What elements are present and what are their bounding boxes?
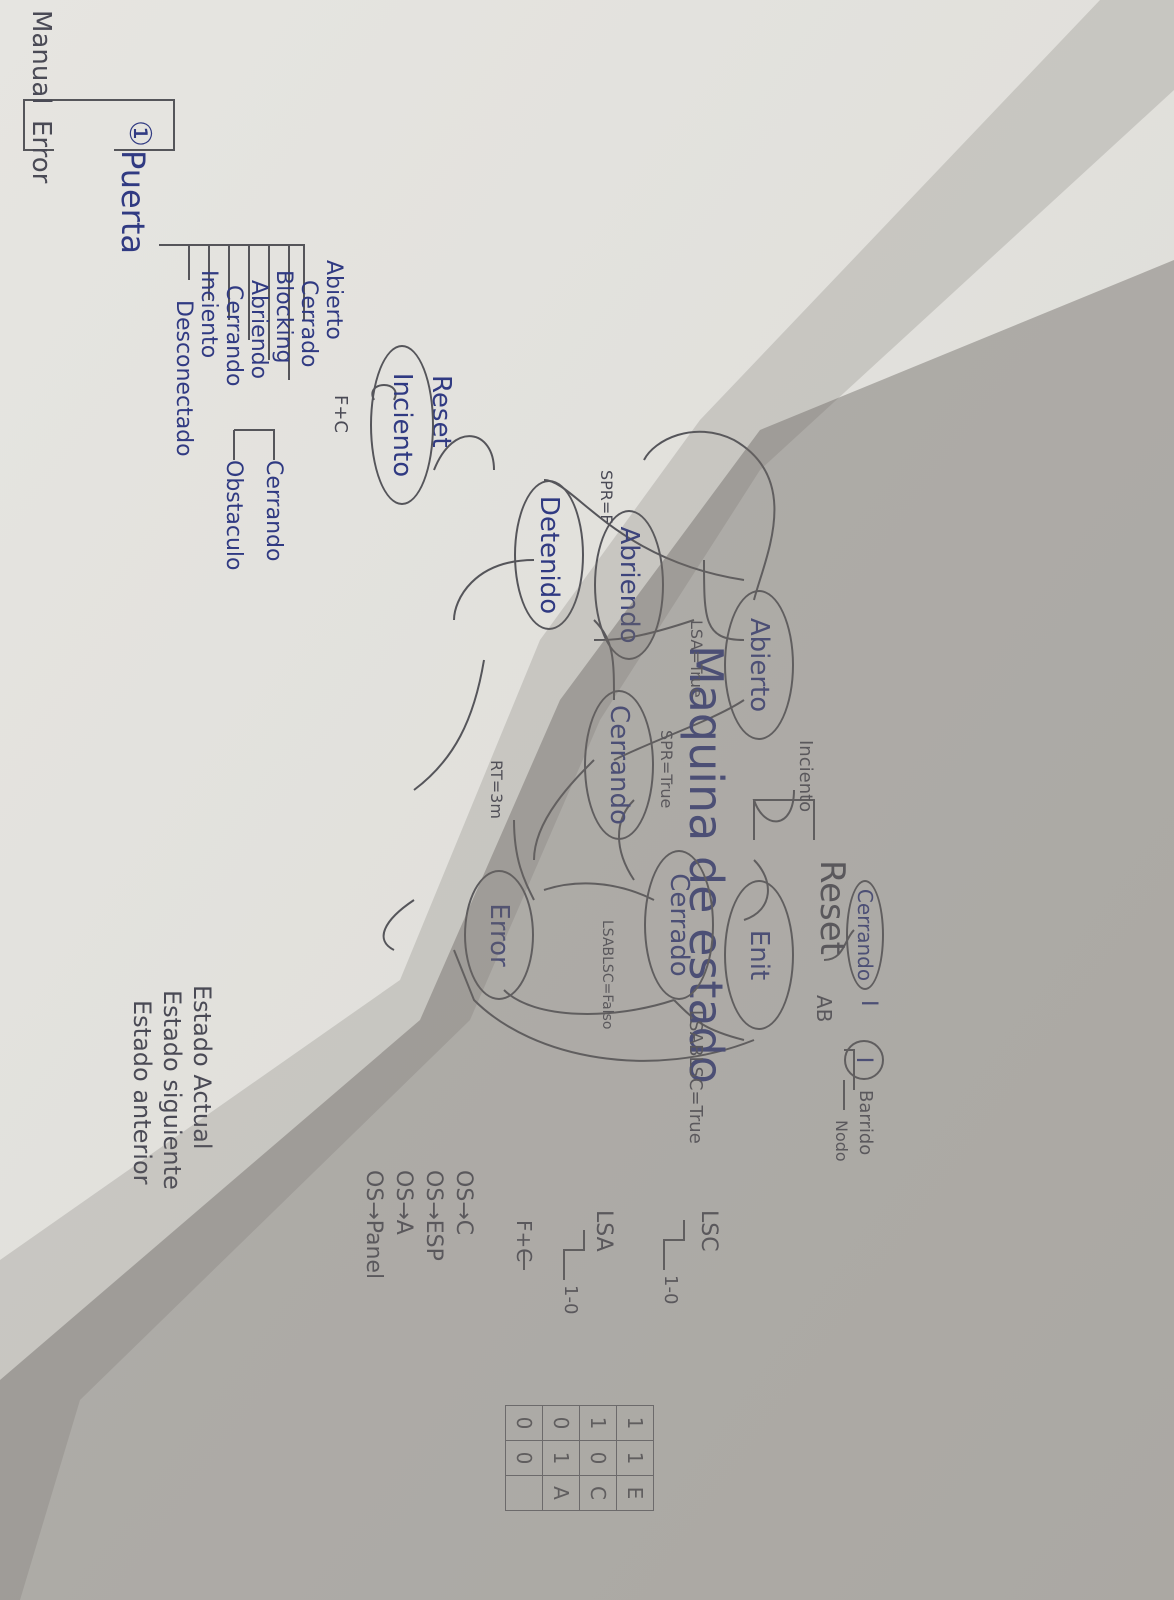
state-init-label: Enit bbox=[744, 929, 774, 981]
state-error: Error bbox=[464, 870, 534, 1000]
state-cerrado: Cerrado bbox=[644, 850, 714, 1000]
state-cerrando: Cerrando bbox=[584, 690, 654, 840]
transition-lsa-false: LSABLSC=Falso bbox=[599, 920, 615, 1030]
state-cerrando-label: Cerrando bbox=[604, 705, 634, 825]
truth-table-cell: A bbox=[542, 1475, 580, 1511]
state-detenido: Detenido bbox=[514, 480, 584, 630]
tree-root-label: Puerta bbox=[114, 150, 152, 255]
truth-table-cell: 1 bbox=[616, 1440, 654, 1476]
truth-table-cell: 1 bbox=[616, 1405, 654, 1441]
os-line-esp: OS→ESP bbox=[421, 1170, 446, 1261]
reset-tree-circle: I bbox=[844, 1040, 884, 1080]
state-abriendo: Abriendo bbox=[594, 510, 664, 660]
state-detenido-label: Detenido bbox=[534, 495, 564, 615]
reset-tree-cerrando: Cerrando bbox=[846, 880, 884, 990]
note-lsc-branch: 1-0 bbox=[660, 1275, 681, 1305]
truth-table-cell: 0 bbox=[542, 1405, 580, 1441]
transition-spr-false: SPR=F bbox=[597, 470, 616, 524]
state-init: Enit bbox=[724, 880, 794, 1030]
truth-table-cell: C bbox=[579, 1475, 617, 1511]
os-line-a: OS→A bbox=[391, 1170, 416, 1235]
state-abierto: Abierto bbox=[724, 590, 794, 740]
reset-tree-left: Inciento bbox=[795, 740, 816, 813]
os-line-c: OS→C bbox=[451, 1170, 476, 1236]
truth-table-cell: 1 bbox=[579, 1405, 617, 1441]
tree-child-cerrado: Cerrado bbox=[296, 280, 321, 368]
tree-branch-error: Error bbox=[26, 120, 56, 184]
reset-box-inciento-label: Inciento bbox=[387, 372, 417, 478]
reset-tree-barrido: Barrido bbox=[855, 1090, 876, 1156]
reset-tree-cerrando-suffix: I bbox=[856, 1000, 881, 1007]
note-lsa-branch: 1-0 bbox=[560, 1285, 581, 1315]
truth-table-cell bbox=[505, 1475, 543, 1511]
reset-tree-circle-label: I bbox=[851, 1056, 877, 1064]
truth-table-cell: E bbox=[616, 1475, 654, 1511]
reset-tree-cerrando-label: Cerrando bbox=[853, 888, 877, 982]
tree-child-cerrando: Cerrando bbox=[221, 285, 246, 387]
os-line-panel: OS→Panel bbox=[361, 1170, 386, 1280]
reset-tree-nodo: Nodo bbox=[832, 1120, 851, 1162]
note-lsc: LSC bbox=[696, 1210, 721, 1252]
reset-tree-label: Reset bbox=[812, 860, 852, 955]
tree-branch-manual: Manual bbox=[26, 10, 56, 105]
truth-table-cell: 1 bbox=[542, 1440, 580, 1476]
legend-estado-actual: Estado Actual bbox=[188, 985, 216, 1150]
tree-root-marker: ① bbox=[122, 120, 157, 147]
truth-table-cell: 0 bbox=[505, 1440, 543, 1476]
state-abriendo-label: Abriendo bbox=[614, 526, 644, 644]
tree-child-blocking: Blocking bbox=[271, 270, 296, 364]
reset-tree-ab: AB bbox=[812, 995, 836, 1023]
transition-lsa-true-long: LSABLSC=True bbox=[685, 1010, 706, 1144]
truth-table-cell: 0 bbox=[505, 1405, 543, 1441]
transition-rt: RT=3m bbox=[487, 760, 506, 819]
tree-child-abierto: Abierto bbox=[321, 260, 346, 340]
note-fc: F+C bbox=[512, 1220, 536, 1263]
legend-estado-anterior: Estado anterior bbox=[128, 1000, 156, 1185]
state-abierto-label: Abierto bbox=[744, 617, 774, 713]
truth-table-cell: 0 bbox=[579, 1440, 617, 1476]
reset-box-inciento: Inciento bbox=[370, 345, 434, 505]
state-cerrado-label: Cerrado bbox=[664, 873, 694, 977]
reset-box-loop: F+C bbox=[330, 395, 351, 434]
transition-spr-true: SPR=True bbox=[657, 730, 676, 809]
note-lsa: LSA bbox=[591, 1210, 616, 1252]
transition-lsa-true: LSA=True bbox=[687, 620, 706, 698]
tree-blocking-cerrando: Cerrando bbox=[261, 460, 286, 562]
tree-child-desconectado: Desconectado bbox=[171, 300, 196, 457]
legend-estado-siguiente: Estado siguiente bbox=[158, 990, 186, 1190]
tree-blocking-obstaculo: Obstaculo bbox=[221, 460, 246, 571]
tree-child-inciento: Inciento bbox=[196, 270, 221, 359]
tree-child-abriendo: Abriendo bbox=[246, 280, 271, 380]
state-error-label: Error bbox=[484, 903, 514, 967]
